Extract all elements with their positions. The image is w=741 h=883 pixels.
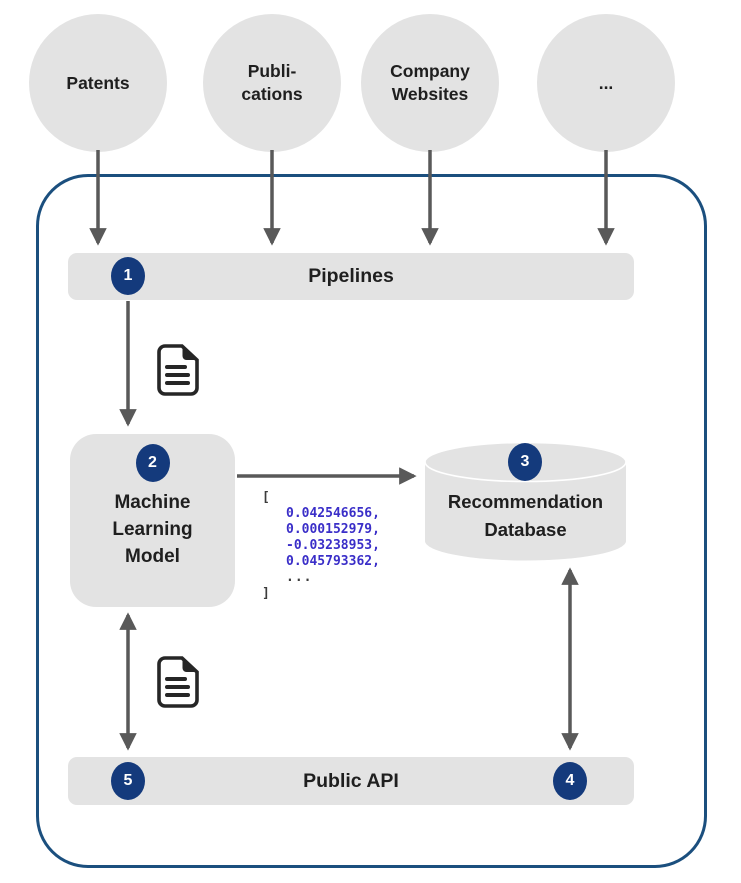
vector-value: 0.045793362, bbox=[286, 554, 380, 569]
document-icon bbox=[157, 656, 199, 708]
ml-model-label: Machine Learning Model bbox=[112, 492, 193, 567]
source-label: ... bbox=[598, 72, 614, 93]
database-label: Recommendation Database bbox=[447, 491, 604, 540]
step-badge-3: 3 bbox=[508, 443, 542, 481]
source-node-company-websites: Company Websites bbox=[361, 14, 499, 152]
vector-close-bracket: ] bbox=[262, 586, 270, 601]
vector-value: -0.03238953, bbox=[286, 538, 380, 553]
step-badge-2: 2 bbox=[135, 444, 170, 482]
pipelines-label: Pipelines bbox=[308, 265, 394, 287]
source-node-publications: Publi- cations bbox=[203, 14, 341, 152]
vector-value: 0.000152979, bbox=[286, 522, 380, 537]
ml-model-node: 2 Machine Learning Model bbox=[70, 434, 235, 607]
public-api-node: Public API 5 4 bbox=[68, 757, 634, 805]
source-label: Publi- cations bbox=[241, 61, 303, 104]
database-node: 3 Recommendation Database bbox=[424, 442, 627, 562]
vector-open-bracket: [ bbox=[262, 490, 270, 505]
system-boundary-frame bbox=[36, 174, 707, 868]
document-icon bbox=[157, 344, 199, 396]
vector-ellipsis: ... bbox=[286, 570, 313, 585]
step-badge-5: 5 bbox=[111, 762, 145, 800]
embedding-vector-code: [ 0.042546656, 0.000152979, -0.03238953,… bbox=[262, 490, 380, 602]
source-label: Patents bbox=[66, 72, 130, 93]
database-cylinder-shape bbox=[424, 442, 627, 561]
source-label: Company Websites bbox=[390, 61, 470, 104]
pipelines-node: Pipelines 1 bbox=[68, 253, 634, 300]
step-badge-1: 1 bbox=[111, 257, 145, 295]
vector-value: 0.042546656, bbox=[286, 506, 380, 521]
source-node-patents: Patents bbox=[29, 14, 167, 152]
source-node-more: ... bbox=[537, 14, 675, 152]
step-badge-4: 4 bbox=[553, 762, 587, 800]
public-api-label: Public API bbox=[303, 769, 399, 792]
